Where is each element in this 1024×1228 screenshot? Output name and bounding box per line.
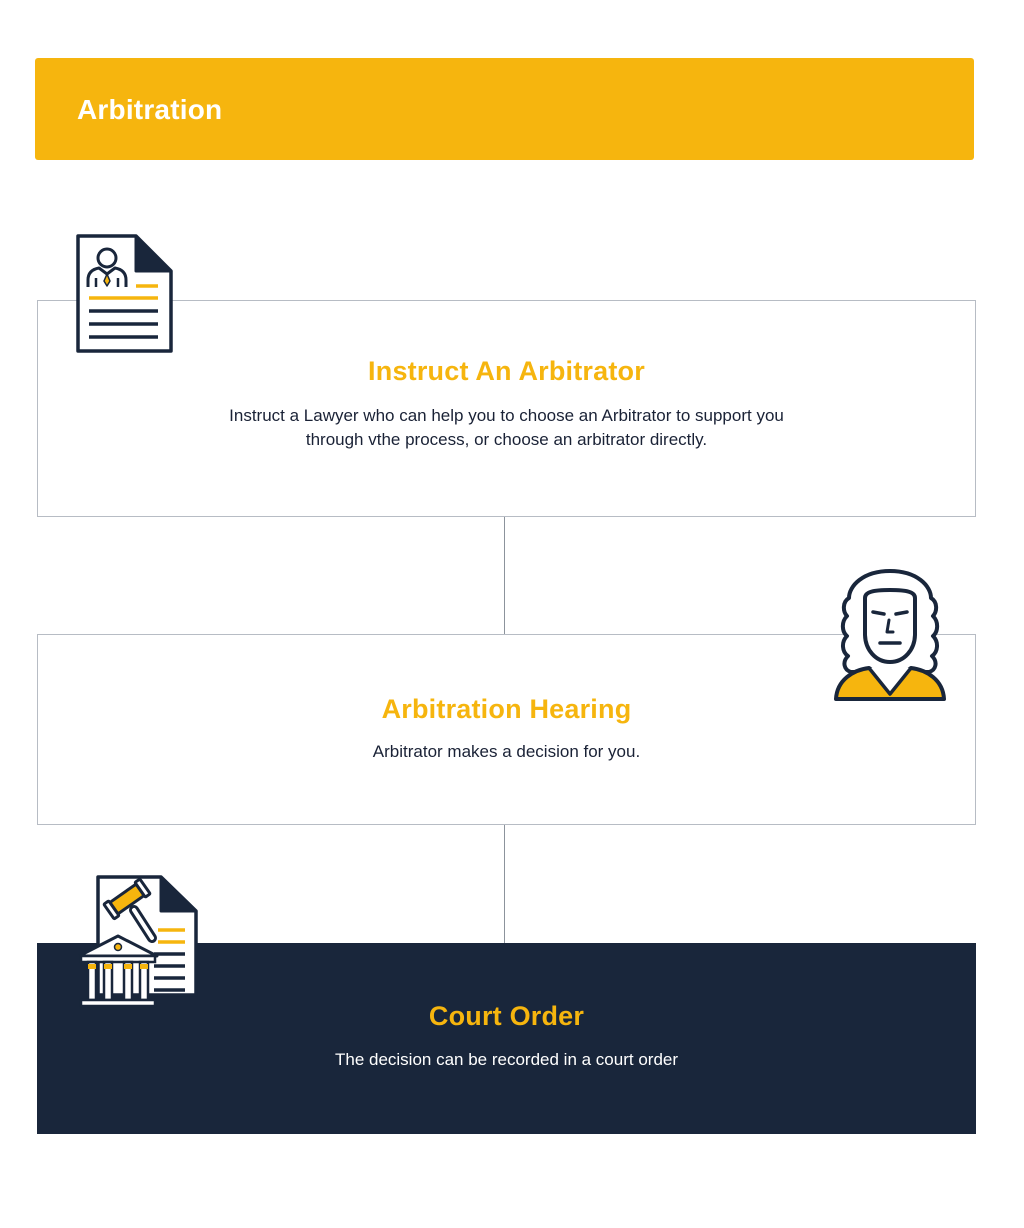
- step-description-line: Instruct a Lawyer who can help you to ch…: [229, 406, 784, 425]
- courthouse-gavel-icon: [78, 875, 198, 1008]
- document-person-icon: [76, 234, 173, 353]
- step-title: Instruct An Arbitrator: [368, 356, 645, 386]
- step-description: The decision can be recorded in a court …: [334, 1050, 679, 1069]
- step-court-order: Court Order The decision can be recorded…: [37, 943, 976, 1134]
- connector-line: [504, 517, 505, 635]
- step-instruct-arbitrator: Instruct An Arbitrator Instruct a Lawyer…: [37, 300, 976, 517]
- connector-line: [504, 825, 505, 943]
- step-title: Arbitration Hearing: [381, 694, 632, 724]
- step-description-line: through vthe process, or choose an arbit…: [305, 430, 708, 449]
- step-arbitration-hearing: Arbitration Hearing Arbitrator makes a d…: [37, 634, 976, 825]
- header-bar: Arbitration: [35, 58, 974, 160]
- step-title: Court Order: [428, 1001, 585, 1031]
- step-description: Arbitrator makes a decision for you.: [372, 742, 641, 761]
- page-title: Arbitration: [77, 94, 223, 125]
- judge-icon: [834, 569, 946, 701]
- step-description: Instruct a Lawyer who can help you to ch…: [38, 404, 975, 452]
